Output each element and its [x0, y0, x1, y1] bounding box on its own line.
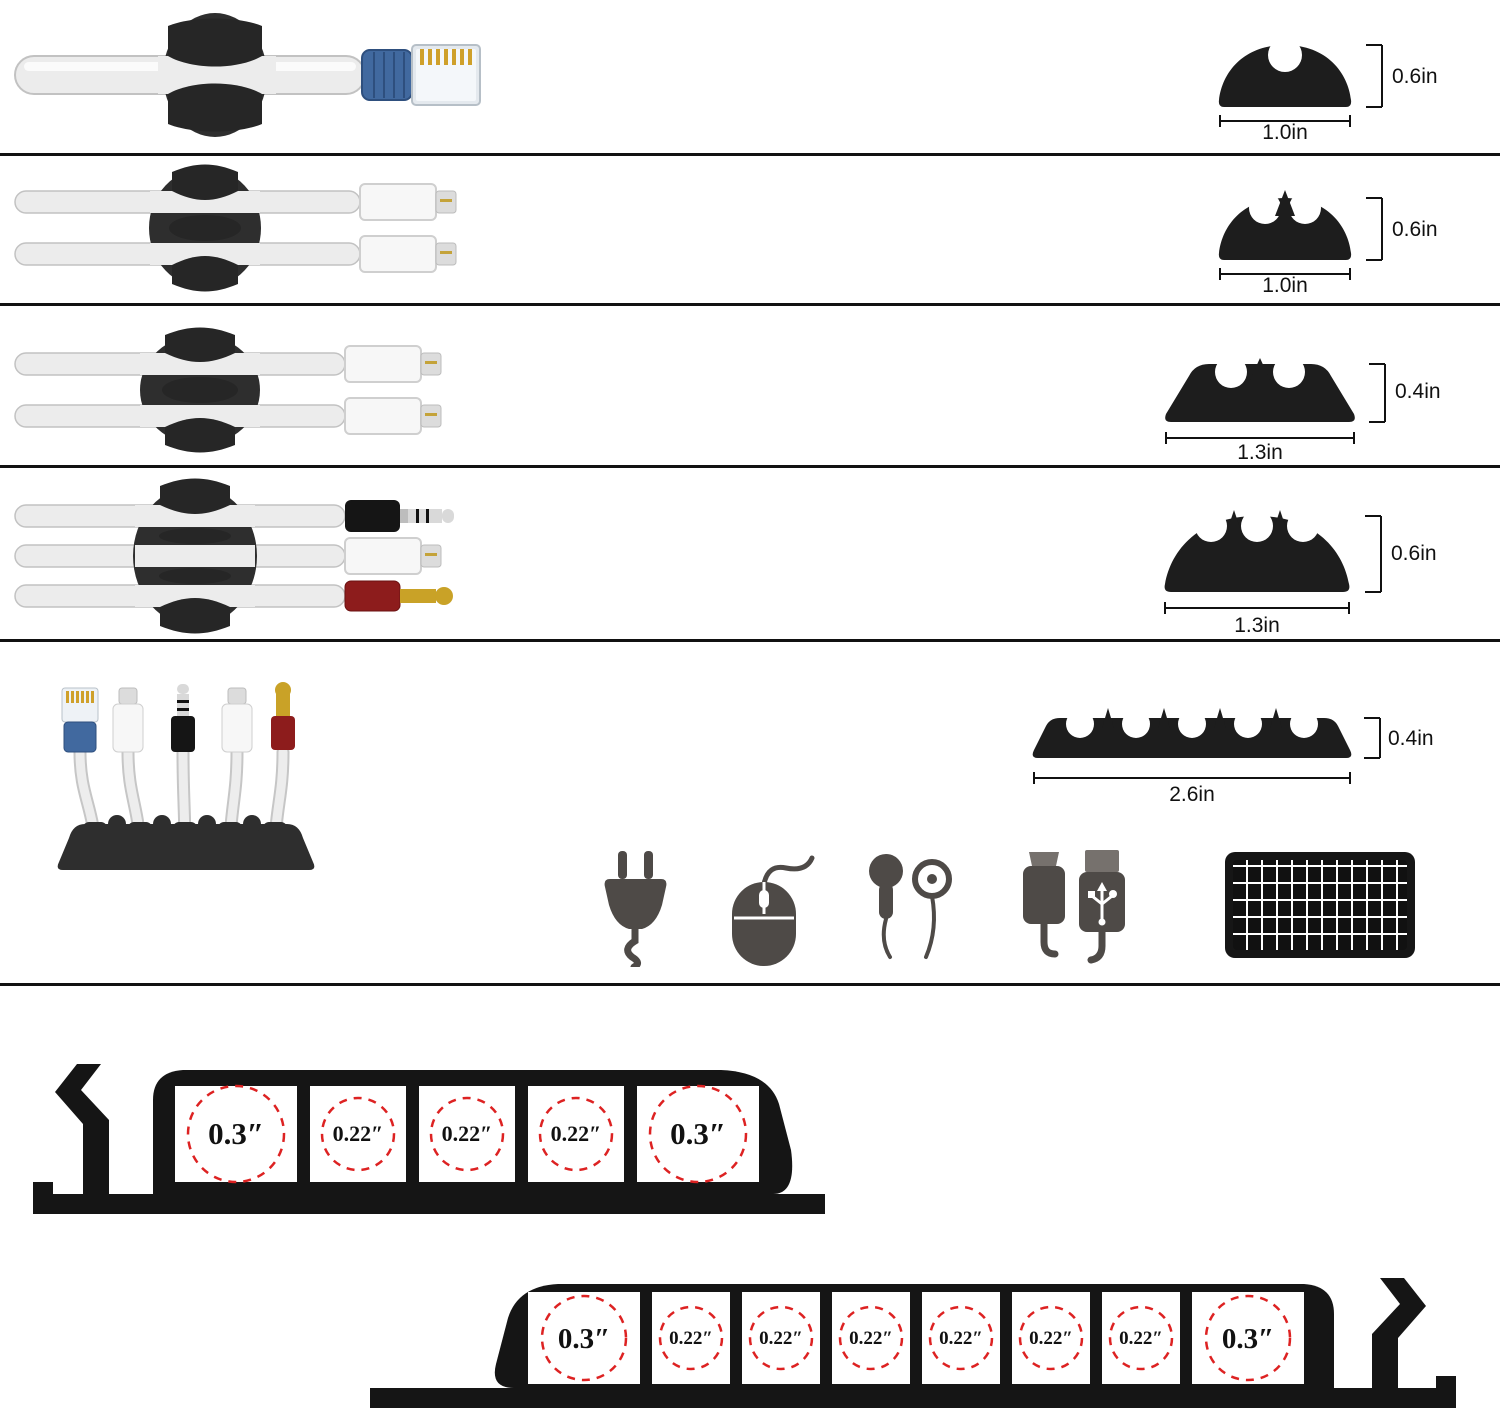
width-bracket [1033, 772, 1351, 784]
cross-section-five-slot: 0.3″ 0.22″ 0.22″ 0.22″ 0.3″ [33, 1064, 825, 1214]
keyboard-icon [1225, 852, 1415, 958]
mounting-hook [55, 1064, 109, 1196]
slot-size-circles [186, 1084, 748, 1184]
base-bar [370, 1388, 1456, 1408]
audio-jack-connector [171, 684, 195, 752]
slot-divider [624, 1086, 637, 1182]
width-bracket [1165, 432, 1355, 444]
slot-size-label: 0.22″ [939, 1328, 983, 1349]
banana-plug-connector [271, 682, 295, 750]
photo-single-clip-with-ethernet-cable [14, 13, 481, 137]
slot-size-label: 0.3″ [1222, 1323, 1274, 1355]
slot-divider [406, 1086, 419, 1182]
height-dimension: 0.4in [1388, 727, 1434, 750]
height-bracket [1364, 717, 1381, 759]
slot-divider [820, 1292, 832, 1384]
lightning-connector [344, 345, 422, 383]
slot-size-label: 0.3″ [670, 1116, 726, 1151]
base-bar [33, 1194, 825, 1214]
height-bracket [1365, 515, 1382, 593]
lightning-connector [359, 235, 437, 273]
width-dimension: 1.0in [1262, 274, 1308, 293]
ethernet-connector [61, 687, 99, 753]
diagram-single-clip: 0.6in 1.0in [1218, 38, 1438, 140]
width-bracket [1219, 268, 1351, 280]
slot-divider [730, 1292, 742, 1384]
earphones-icon [869, 854, 952, 959]
height-dimension: 0.6in [1392, 218, 1438, 241]
slot-size-label: 0.22″ [1029, 1328, 1073, 1349]
slot-size-label: 0.22″ [442, 1121, 493, 1146]
slot-divider [1180, 1292, 1192, 1384]
lightning-connector [359, 183, 437, 221]
section-divider [0, 303, 1500, 306]
lightning-connector [112, 687, 144, 753]
slot-divider [910, 1292, 922, 1384]
slot-size-label: 0.3″ [208, 1116, 264, 1151]
slot-size-label: 0.22″ [759, 1328, 803, 1349]
slot-size-label: 0.22″ [849, 1328, 893, 1349]
slot-size-label: 0.22″ [1119, 1328, 1163, 1349]
slot-divider [1000, 1292, 1012, 1384]
width-dimension: 1.3in [1237, 441, 1283, 464]
width-dimension: 1.3in [1234, 614, 1280, 637]
mounting-hook [1372, 1278, 1426, 1390]
diagram-two-slot-clip: 0.6in 1.0in [1218, 190, 1438, 293]
diagram-three-slot-clip: 0.6in 1.3in [1164, 510, 1437, 637]
slot-size-label: 0.22″ [551, 1121, 602, 1146]
diagram-five-slot-strip: 0.4in 2.6in [1032, 708, 1434, 804]
power-plug-icon [604, 851, 667, 967]
single-clip-shape [1218, 45, 1352, 107]
slot-size-label: 0.22″ [333, 1121, 384, 1146]
slot-size-circles [540, 1294, 1292, 1382]
width-bracket [1164, 602, 1350, 614]
height-dimension: 0.6in [1391, 542, 1437, 565]
slot-divider [297, 1086, 310, 1182]
lightning-connector [344, 397, 422, 435]
height-dimension: 0.6in [1392, 65, 1438, 88]
photo-two-slot-flat-clip [14, 327, 442, 453]
slot-divider [515, 1086, 528, 1182]
cross-section-eight-slot: 0.3″ 0.22″ 0.22″ 0.22″ 0.22″ 0.22″ 0.22″… [370, 1278, 1456, 1408]
usb-cables-icon [1023, 850, 1125, 964]
five-slot-strip [57, 824, 315, 870]
width-dimension: 2.6in [1169, 783, 1215, 804]
mouse-icon [732, 855, 815, 966]
lightning-connector [344, 537, 422, 575]
photo-two-slot-clip-with-lightning-cables [14, 164, 457, 292]
slot-divider [640, 1292, 652, 1384]
height-dimension: 0.4in [1395, 380, 1441, 403]
height-bracket [1369, 363, 1386, 423]
section-divider [0, 465, 1500, 468]
section-divider [0, 153, 1500, 156]
height-bracket [1366, 197, 1383, 261]
slot-divider [1090, 1292, 1102, 1384]
lightning-connector [221, 687, 253, 753]
audio-jack-connector [345, 500, 400, 532]
section-divider [0, 639, 1500, 642]
slot-size-label: 0.3″ [558, 1323, 610, 1355]
slot-size-label: 0.22″ [669, 1328, 713, 1349]
flat-clip-shape [1165, 364, 1355, 422]
section-divider [0, 983, 1500, 986]
height-bracket [1366, 44, 1383, 108]
diagram-two-slot-flat-clip: 0.4in 1.3in [1165, 356, 1441, 464]
photo-three-slot-clip [14, 478, 454, 634]
banana-plug-connector [344, 580, 401, 612]
photo-five-slot-strip-with-cables [57, 682, 315, 870]
width-dimension: 1.0in [1262, 121, 1308, 140]
width-bracket [1219, 115, 1351, 127]
